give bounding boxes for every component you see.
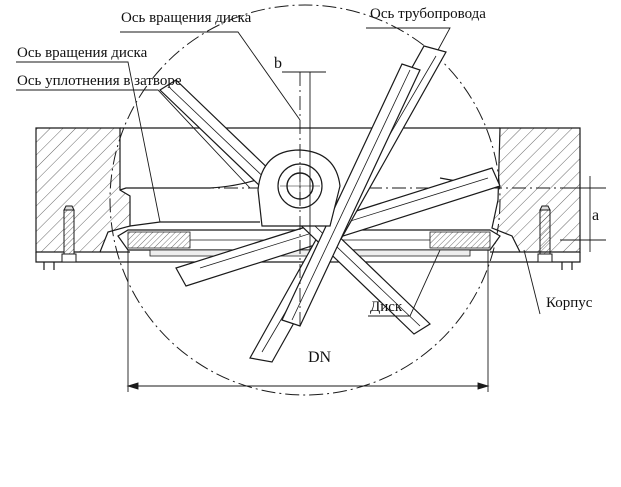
body-left bbox=[35, 127, 131, 253]
label-body: Корпус bbox=[546, 295, 593, 311]
bolt-left bbox=[61, 205, 77, 263]
rotation-circle bbox=[109, 4, 501, 396]
dimension-dn bbox=[126, 250, 490, 392]
body-right bbox=[491, 127, 581, 253]
disc-vertical bbox=[281, 63, 421, 327]
label-disk: Диск bbox=[370, 299, 403, 315]
shaft-hub bbox=[257, 149, 341, 227]
label-dimension-b: b bbox=[274, 55, 282, 72]
leader-lines bbox=[16, 27, 541, 317]
label-dimension-a: a bbox=[592, 207, 600, 224]
dimension-a bbox=[560, 176, 606, 252]
bolt-right bbox=[537, 205, 553, 263]
axis-b-lines bbox=[282, 71, 326, 330]
label-disc-rotation-axis-left: Ось вращения диска bbox=[17, 45, 148, 61]
label-dn: DN bbox=[308, 349, 332, 366]
label-seal-axis: Ось уплотнения в затворе bbox=[17, 73, 182, 89]
label-pipeline-axis: Ось трубопровода bbox=[370, 6, 486, 22]
label-disc-rotation-axis-top: Ось вращения диска bbox=[121, 10, 252, 26]
